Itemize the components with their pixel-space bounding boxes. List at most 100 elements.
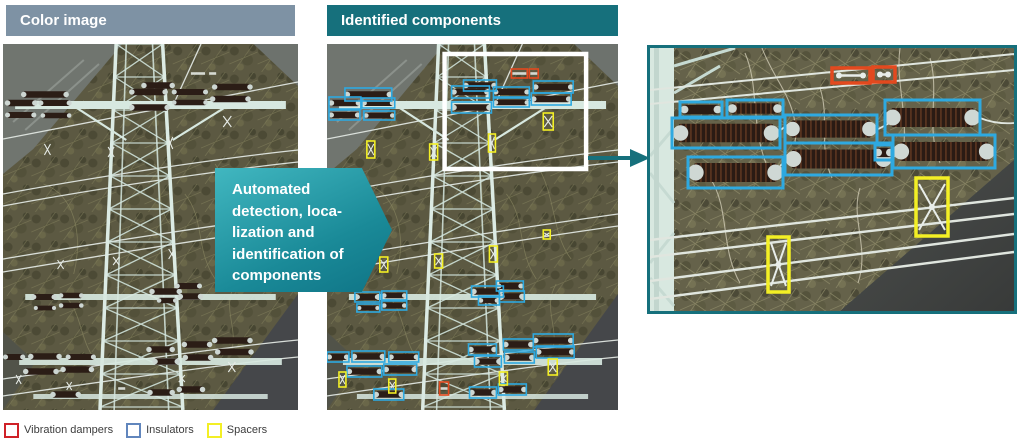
fitting <box>785 151 802 167</box>
fitting <box>767 164 784 181</box>
detection-box-spacer <box>542 112 555 131</box>
detection-box-spacer <box>428 143 439 161</box>
callout-line: detection, loca- <box>232 202 343 220</box>
legend-item-insulator: Insulators <box>126 422 194 438</box>
insulator <box>693 163 778 182</box>
fitting <box>884 109 901 126</box>
fitting <box>893 143 910 160</box>
detection-box-insulator <box>686 155 785 190</box>
detection-box-spacer <box>766 235 791 294</box>
detection-overlay <box>327 51 589 401</box>
photo-components <box>672 71 995 287</box>
detection-box-insulator <box>503 351 536 364</box>
detection-box-insulator <box>383 363 418 376</box>
detection-box-spacer <box>487 133 497 153</box>
detection-box-insulator <box>492 86 531 98</box>
detection-box-insulator <box>328 109 361 121</box>
fitting <box>687 164 704 181</box>
legend: Vibration dampers Insulators Spacers <box>4 421 280 439</box>
callout-line: identification of <box>232 245 344 263</box>
fitting <box>763 125 780 141</box>
detection-box-insulator <box>363 110 396 121</box>
detection-box-insulator <box>468 386 498 399</box>
detection-box-insulator <box>354 291 381 303</box>
callout-arrow: Automated detection, loca-lization and ide… <box>215 168 392 292</box>
legend-label: Spacers <box>226 424 268 436</box>
detection-box-insulator <box>344 87 393 102</box>
detection-box-spacer <box>498 371 509 386</box>
spacer <box>918 183 946 231</box>
legend-item-damper: Vibration dampers <box>4 422 114 438</box>
detection-box-spacer <box>433 253 444 269</box>
vibration-damper <box>877 71 891 78</box>
detection-box-spacer <box>542 229 552 240</box>
detection-box-insulator <box>346 365 383 378</box>
tower-leg <box>650 48 736 311</box>
detection-box-insulator <box>532 333 574 348</box>
detection-box-insulator <box>361 97 396 109</box>
identified-components-photo <box>327 44 618 410</box>
detection-box-insulator <box>873 143 895 162</box>
detection-box-insulator <box>497 383 528 396</box>
detection-box-insulator <box>381 290 408 301</box>
detection-box-insulator <box>328 96 362 110</box>
insulator <box>790 120 872 138</box>
fitting <box>713 105 722 114</box>
callout-line: lization and <box>232 224 315 241</box>
detection-box-insulator <box>381 300 408 311</box>
detection-overlay <box>670 65 997 294</box>
damper-swatch-icon <box>4 422 19 438</box>
detection-box-insulator <box>467 343 498 356</box>
detection-box-insulator <box>351 350 386 363</box>
legend-item-spacer: Spacers <box>206 422 268 438</box>
detection-box-damper <box>438 381 450 396</box>
detection-box-insulator <box>356 303 381 313</box>
insulator <box>791 149 886 169</box>
detection-box-insulator <box>450 85 491 99</box>
detection-box-insulator <box>462 79 498 92</box>
insulator <box>890 108 975 127</box>
insulator <box>678 123 774 143</box>
detection-box-damper <box>830 66 872 85</box>
detection-box-insulator <box>498 290 526 303</box>
detection-box-spacer <box>366 140 376 159</box>
insulator <box>682 104 720 115</box>
detection-box-insulator <box>535 345 575 359</box>
fitting <box>862 121 877 137</box>
zoom-highlight-rect <box>442 51 589 172</box>
insulator <box>730 103 780 114</box>
panel-left-title: Color image <box>20 12 107 29</box>
panel-middle-title: Identified components <box>341 12 502 29</box>
detection-box-insulator <box>492 97 531 108</box>
spacer-swatch-icon <box>206 422 222 438</box>
detection-box-spacer <box>914 176 950 238</box>
detection-box-spacer <box>379 256 389 273</box>
detection-box-insulator <box>387 351 420 363</box>
fitting <box>680 105 689 114</box>
panel-left-header: Color image <box>6 5 295 36</box>
fitting <box>672 125 689 141</box>
callout-line: Automated <box>232 181 311 198</box>
panel-middle-header: Identified components <box>327 5 618 36</box>
insulator <box>899 142 989 161</box>
zoomed-detection-view <box>647 45 1017 314</box>
fitting <box>964 109 981 126</box>
zoom-connector-arrow <box>588 149 650 167</box>
fitting <box>785 121 800 137</box>
fitting <box>727 104 737 113</box>
detection-box-damper <box>528 68 540 79</box>
detection-box-insulator <box>670 116 782 150</box>
detection-box-spacer <box>547 358 559 376</box>
detection-box-spacer <box>338 371 347 388</box>
vibration-damper <box>836 72 866 79</box>
legend-label: Vibration dampers <box>24 424 114 436</box>
callout-line: components <box>232 267 322 284</box>
detection-box-spacer <box>387 378 397 394</box>
detection-box-damper <box>871 65 897 84</box>
detection-box-insulator <box>450 101 493 114</box>
detection-box-insulator <box>327 351 350 363</box>
fitting <box>978 143 995 160</box>
spacer <box>770 242 787 287</box>
detection-box-insulator <box>473 355 503 368</box>
insulator-swatch-icon <box>126 422 142 438</box>
